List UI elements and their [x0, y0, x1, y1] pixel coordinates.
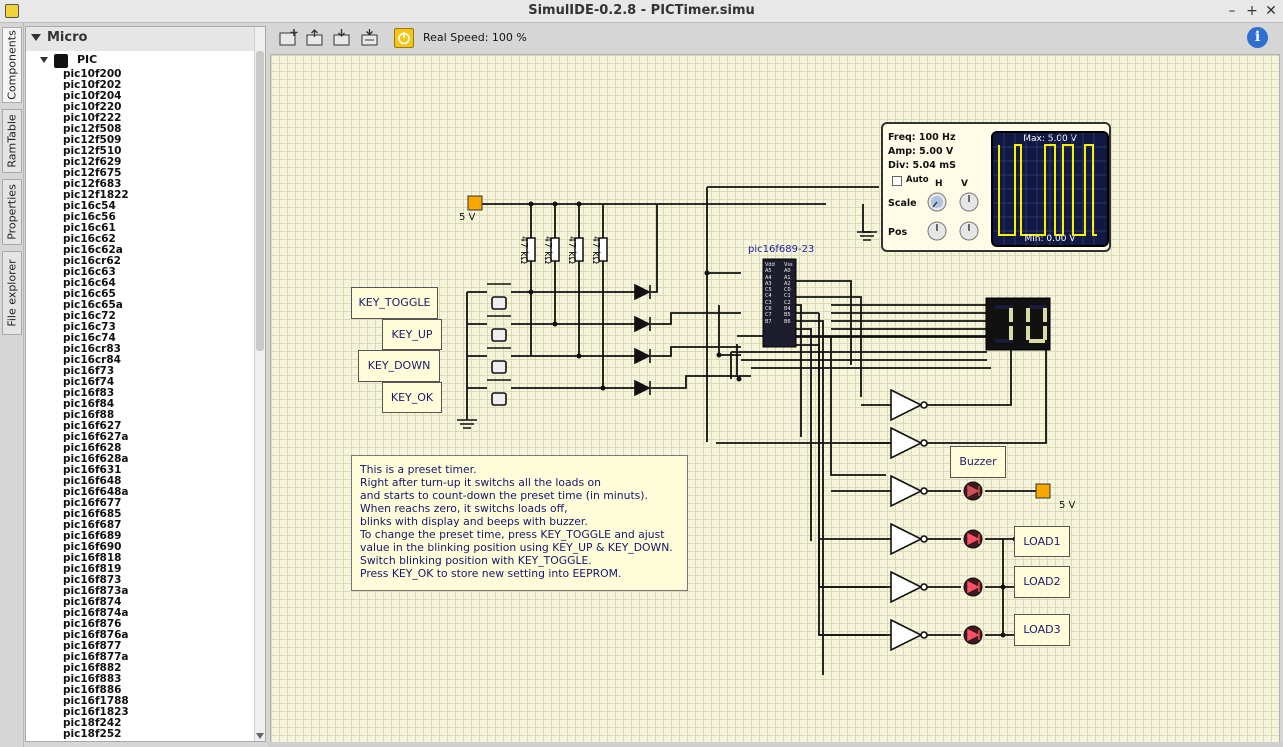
description-note[interactable]: This is a preset timer. Right after turn…: [351, 455, 688, 591]
note-line: blinks with display and beeps with buzze…: [360, 515, 679, 528]
toolbar: Real Speed: 100 % i: [268, 23, 1283, 53]
new-circuit-icon[interactable]: [278, 28, 300, 48]
inverter-gates: [891, 390, 927, 650]
category-micro[interactable]: Micro: [26, 27, 255, 51]
note-line: Switch blinking position with KEY_TOGGLE…: [360, 554, 679, 567]
mcu-label: pic16f689-23: [748, 244, 814, 255]
open-circuit-icon[interactable]: [305, 28, 327, 48]
key-toggle-label[interactable]: KEY_TOGGLE: [351, 287, 438, 319]
chip-icon: [54, 54, 68, 68]
led-indicators: [964, 482, 982, 644]
tab-file-explorer[interactable]: File explorer: [2, 251, 22, 335]
family-pic[interactable]: PIC: [26, 53, 255, 69]
load1-label[interactable]: LOAD1: [1014, 526, 1070, 557]
oscilloscope[interactable]: Freq: 100 Hz Amp: 5.00 V Div: 5.04 mS Au…: [881, 122, 1111, 252]
maximize-button[interactable]: +: [1243, 2, 1261, 20]
note-line: value in the blinking position using KEY…: [360, 541, 679, 554]
circuit-canvas[interactable]: 5 V 5 V 47 kΩ 47 kΩ 47 kΩ 47 kΩ pic16f68…: [270, 54, 1280, 743]
window-title: SimulIDE-0.2.8 - PICTimer.simu: [0, 3, 1283, 18]
scope-freq: Freq: 100 Hz: [888, 132, 956, 143]
supply-source-icon: [468, 196, 482, 210]
auto-checkbox[interactable]: [892, 176, 902, 186]
resistor-label: 47 kΩ: [542, 236, 553, 264]
tab-properties-label: Properties: [6, 184, 19, 240]
scope-min: Min: 0.00 V: [993, 234, 1107, 244]
diodes: [635, 285, 650, 395]
note-line: To change the preset time, press KEY_TOG…: [360, 528, 679, 541]
component-item[interactable]: pic18f252: [63, 729, 129, 740]
close-button[interactable]: ✕: [1262, 2, 1280, 20]
category-label: Micro: [47, 30, 87, 45]
resistor-label: 47 kΩ: [590, 236, 601, 264]
tab-components[interactable]: Components: [2, 27, 22, 103]
side-tab-strip: Components RamTable Properties File expl…: [0, 23, 24, 747]
tab-properties[interactable]: Properties: [2, 179, 22, 245]
power-icon[interactable]: [394, 28, 414, 48]
scroll-down-arrow-icon[interactable]: [256, 733, 264, 739]
note-line: Press KEY_OK to store new setting into E…: [360, 567, 679, 580]
panel-scrollbar[interactable]: [254, 27, 265, 741]
real-speed-label: Real Speed: 100 %: [423, 31, 527, 44]
key-up-label[interactable]: KEY_UP: [382, 319, 442, 350]
resistor-label: 47 kΩ: [518, 236, 529, 264]
canvas-hscrollbar[interactable]: [268, 742, 1283, 747]
expand-arrow-icon[interactable]: [40, 57, 48, 63]
tab-components-label: Components: [6, 30, 19, 100]
scope-amp: Amp: 5.00 V: [888, 146, 953, 157]
save-as-icon[interactable]: [360, 28, 382, 48]
mcu-left-pins: VddA5A4A3C5C4C3C6C7B7: [765, 262, 775, 325]
minimize-button[interactable]: –: [1223, 2, 1241, 20]
info-icon[interactable]: i: [1247, 27, 1268, 48]
resistor-label: 47 kΩ: [566, 236, 577, 264]
mcu-right-pins: VssA0A1A2C0C1C2B4B5B6: [784, 262, 793, 325]
note-line: and starts to count-down the preset time…: [360, 489, 679, 502]
key-down-label[interactable]: KEY_DOWN: [358, 350, 440, 382]
scope-screen: Max: 5.00 V Min: 0.00 V: [991, 131, 1109, 247]
note-line: Right after turn-up it switchs all the l…: [360, 476, 679, 489]
tab-file-explorer-label: File explorer: [6, 259, 19, 326]
component-list: pic10f200pic10f202pic10f204pic10f220pic1…: [63, 69, 129, 740]
scope-waveform: [993, 133, 1107, 245]
scope-div: Div: 5.04 mS: [888, 160, 956, 171]
note-line: When reachs zero, it switchs loads off,: [360, 502, 679, 515]
tab-ramtable-label: RamTable: [6, 114, 19, 167]
tab-ramtable[interactable]: RamTable: [2, 109, 22, 173]
buzzer-label[interactable]: Buzzer: [950, 446, 1006, 478]
scope-knobs: [923, 186, 989, 250]
load3-label[interactable]: LOAD3: [1014, 614, 1070, 646]
components-panel: Micro PIC pic10f200pic10f202pic10f204pic…: [25, 26, 266, 742]
load2-label[interactable]: LOAD2: [1014, 566, 1070, 598]
save-circuit-icon[interactable]: [332, 28, 354, 48]
buzzer-supply-voltage-label: 5 V: [1059, 500, 1075, 511]
scrollbar-thumb[interactable]: [256, 51, 264, 351]
key-ok-label[interactable]: KEY_OK: [382, 382, 442, 413]
expand-arrow-icon[interactable]: [31, 34, 41, 41]
title-bar: SimulIDE-0.2.8 - PICTimer.simu – + ✕: [0, 0, 1283, 23]
scope-scale-label: Scale: [888, 198, 917, 209]
family-label: PIC: [77, 53, 97, 66]
push-buttons: [487, 284, 511, 405]
supply-voltage-label: 5 V: [459, 212, 475, 223]
scope-pos-label: Pos: [888, 227, 907, 238]
buzzer-supply-icon: [1036, 484, 1050, 498]
note-line: This is a preset timer.: [360, 463, 679, 476]
scope-auto-label: Auto: [906, 175, 929, 185]
